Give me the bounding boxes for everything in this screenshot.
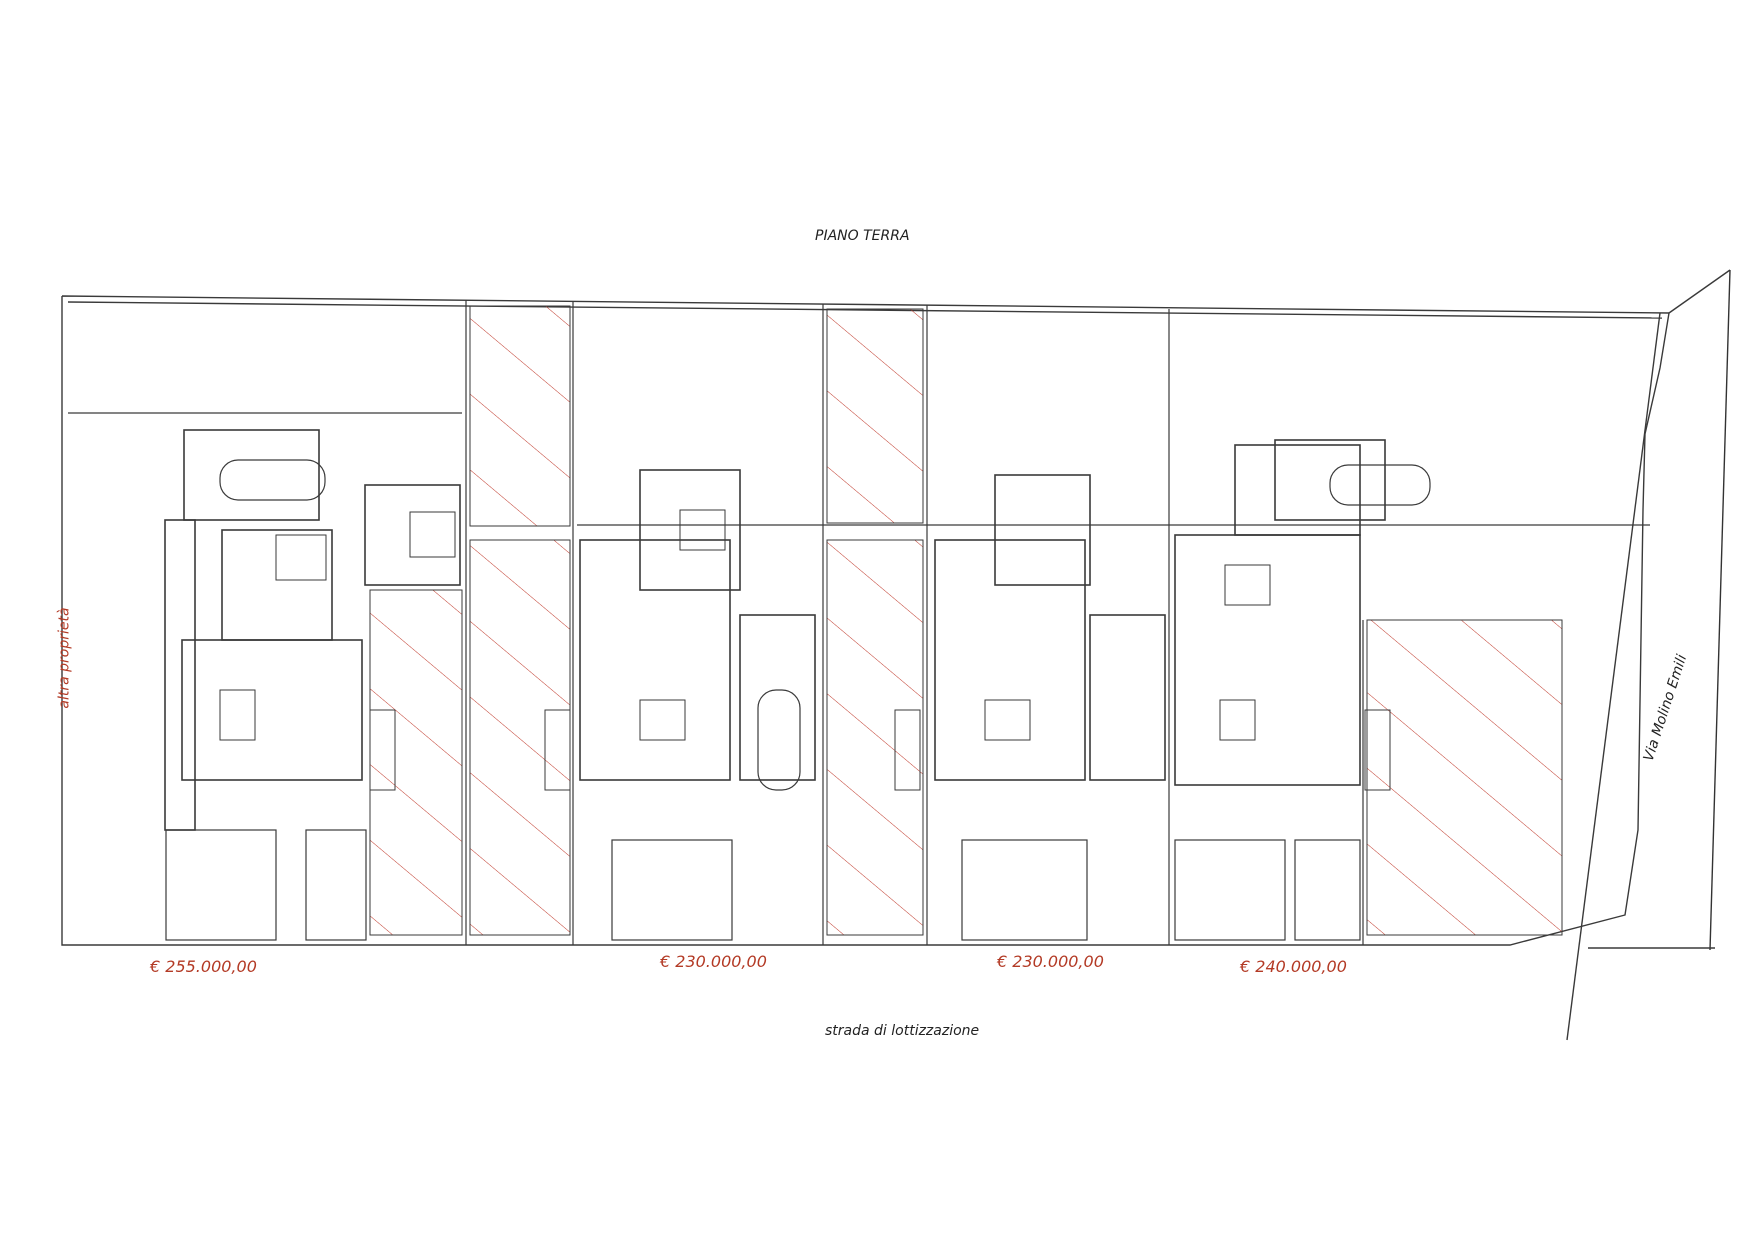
unit-1-price: € 255.000,00 [150,957,257,976]
furniture [219,509,1271,741]
unit-3-price: € 230.000,00 [997,952,1104,971]
car-icon [219,459,1431,791]
house-2 [579,469,816,781]
road-label: strada di lottizzazione [825,1023,980,1039]
garden-areas [369,305,1563,936]
garages [165,829,1361,941]
floor-title: PIANO TERRA [815,228,910,244]
staircases [369,709,1391,791]
house-4 [1174,439,1386,786]
neighbour-property-label: altra proprietà [56,607,73,709]
house-3 [934,474,1166,781]
site-boundary [61,269,1731,1041]
plot-divisions [68,300,1650,945]
unit-4-price: € 240.000,00 [1240,957,1347,976]
unit-2-price: € 230.000,00 [660,952,767,971]
